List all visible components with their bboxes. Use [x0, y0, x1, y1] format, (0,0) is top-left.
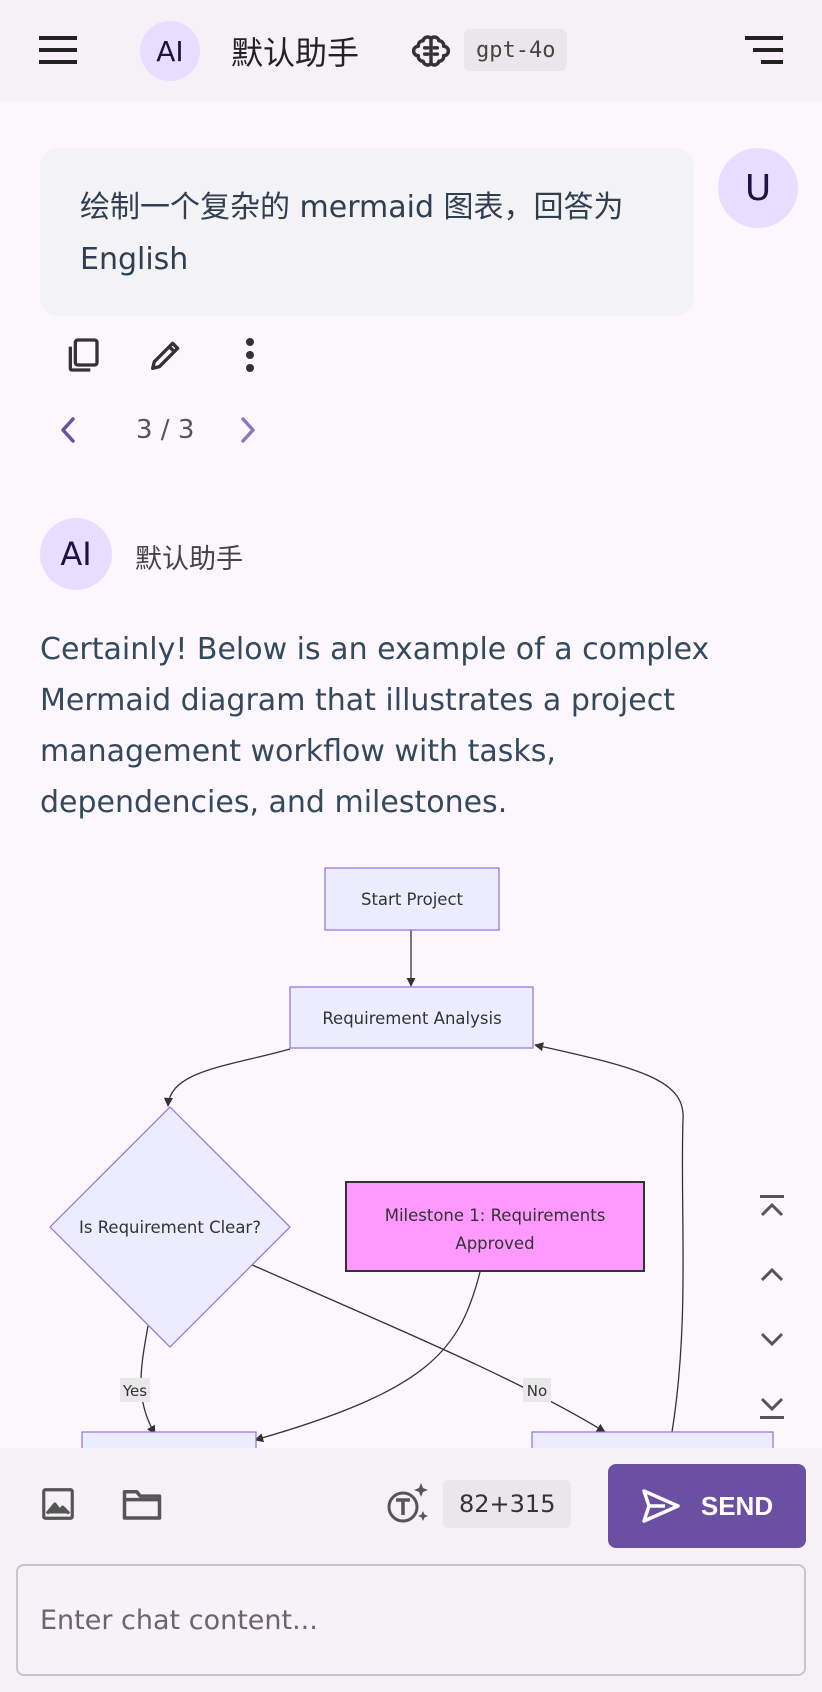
user-avatar: U [718, 148, 798, 228]
model-chip[interactable]: gpt-4o [464, 29, 568, 71]
edge-analysis-to-decision [163, 1048, 291, 1107]
node-requirement-analysis-label: Requirement Analysis [322, 1009, 501, 1028]
node-decision-label: Is Requirement Clear? [79, 1218, 261, 1237]
scroll-down-icon[interactable] [752, 1320, 792, 1360]
response-pager: 3 / 3 [52, 410, 264, 450]
assistant-message-text: Certainly! Below is an example of a comp… [40, 632, 710, 820]
menu-icon[interactable] [36, 30, 80, 70]
more-vert-icon[interactable] [226, 330, 274, 380]
token-count-chip: 82+315 [443, 1480, 572, 1528]
mermaid-diagram: Start Project Requirement Analysis Is Re… [0, 850, 822, 1448]
assistant-message-avatar: AI [40, 518, 112, 590]
user-message-bubble: 绘制一个复杂的 mermaid 图表，回答为 English [40, 148, 694, 316]
node-start-project [324, 867, 500, 931]
assistant-name[interactable]: 默认助手 [231, 34, 360, 72]
node-yes-task [81, 1431, 257, 1448]
image-icon[interactable] [36, 1482, 80, 1526]
node-start-project-label: Start Project [361, 890, 464, 909]
scroll-bottom-icon[interactable] [752, 1386, 792, 1426]
token-sparkle-icon[interactable] [384, 1478, 432, 1528]
chat-input[interactable] [16, 1564, 806, 1676]
node-milestone-1-line1: Milestone 1: Requirements [385, 1206, 606, 1225]
copy-icon[interactable] [58, 330, 106, 380]
node-no-task [531, 1431, 774, 1448]
node-requirement-analysis [289, 986, 534, 1049]
edit-pencil-icon[interactable] [142, 330, 190, 380]
top-app-bar: AI 默认助手 gpt-4o [0, 0, 822, 101]
node-milestone-1 [345, 1181, 645, 1272]
send-icon [642, 1489, 680, 1523]
folder-icon[interactable] [118, 1482, 166, 1526]
node-milestone-1-line2: Approved [455, 1234, 534, 1253]
scroll-up-icon[interactable] [752, 1254, 792, 1294]
chevron-right-icon[interactable] [232, 410, 264, 450]
chevron-left-icon[interactable] [52, 410, 84, 450]
scroll-controls [752, 1188, 792, 1452]
send-button-label: SEND [700, 1490, 774, 1521]
edge-decision-no [249, 1263, 606, 1433]
send-button[interactable]: SEND [608, 1464, 806, 1548]
scroll-top-icon[interactable] [752, 1188, 792, 1228]
edge-label-yes: Yes [122, 1382, 147, 1400]
assistant-avatar[interactable]: AI [140, 21, 200, 81]
sort-menu-icon[interactable] [742, 30, 786, 70]
node-decision [49, 1106, 291, 1348]
message-actions [58, 330, 274, 380]
edge-milestone-to-task [254, 1271, 481, 1443]
brain-icon[interactable] [410, 30, 452, 72]
assistant-message-name: 默认助手 [135, 544, 243, 575]
edge-label-no: No [527, 1382, 547, 1400]
composer-bar: 82+315 SEND [0, 1448, 822, 1692]
pager-text: 3 / 3 [136, 415, 195, 445]
edge-loop-back [534, 1042, 684, 1433]
